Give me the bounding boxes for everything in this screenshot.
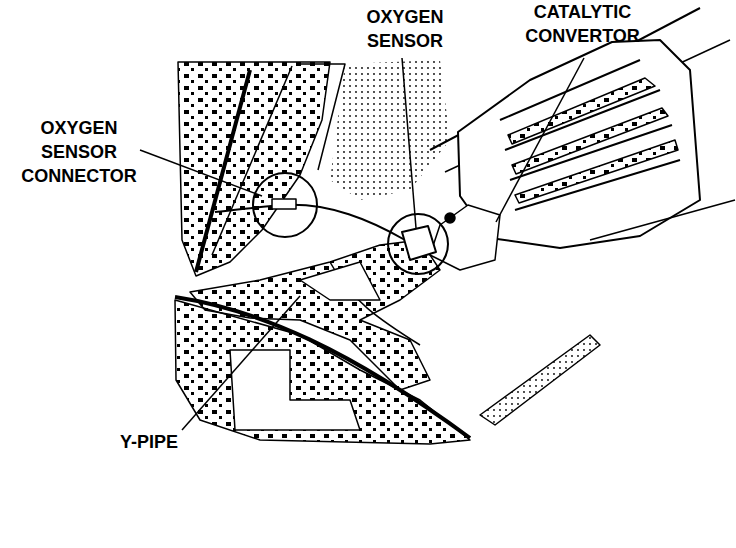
floor-cutout <box>230 350 360 430</box>
sensor-wire <box>215 205 405 240</box>
frame-rail <box>196 70 250 272</box>
part-label: OXYGEN SENSOR <box>350 5 460 53</box>
highlight-circle <box>388 214 448 274</box>
wire-connector <box>272 199 296 209</box>
leader-line <box>140 150 262 196</box>
part-label: OXYGEN SENSOR CONNECTOR <box>18 116 140 188</box>
crossmember <box>590 200 735 240</box>
highlight-circle <box>253 173 317 237</box>
converter-inlet <box>430 205 500 270</box>
frame-rail-edge <box>212 66 292 255</box>
converter-shading <box>508 78 678 203</box>
converter-ribs <box>500 60 680 210</box>
part-label: CATALYTIC CONVERTOR <box>515 0 650 48</box>
floor-edge-line <box>175 297 470 438</box>
bracket <box>480 335 600 425</box>
leader-line <box>182 296 300 430</box>
leader-line <box>496 58 584 222</box>
lower-floor <box>175 300 470 444</box>
part-label: Y-PIPE <box>104 430 194 454</box>
tunnel <box>330 60 450 200</box>
oxygen-sensor-body <box>402 226 436 260</box>
flange-bolt <box>445 213 455 223</box>
y-pipe-junction <box>300 262 380 300</box>
floor-pan <box>178 62 330 276</box>
leader-line <box>402 58 416 228</box>
